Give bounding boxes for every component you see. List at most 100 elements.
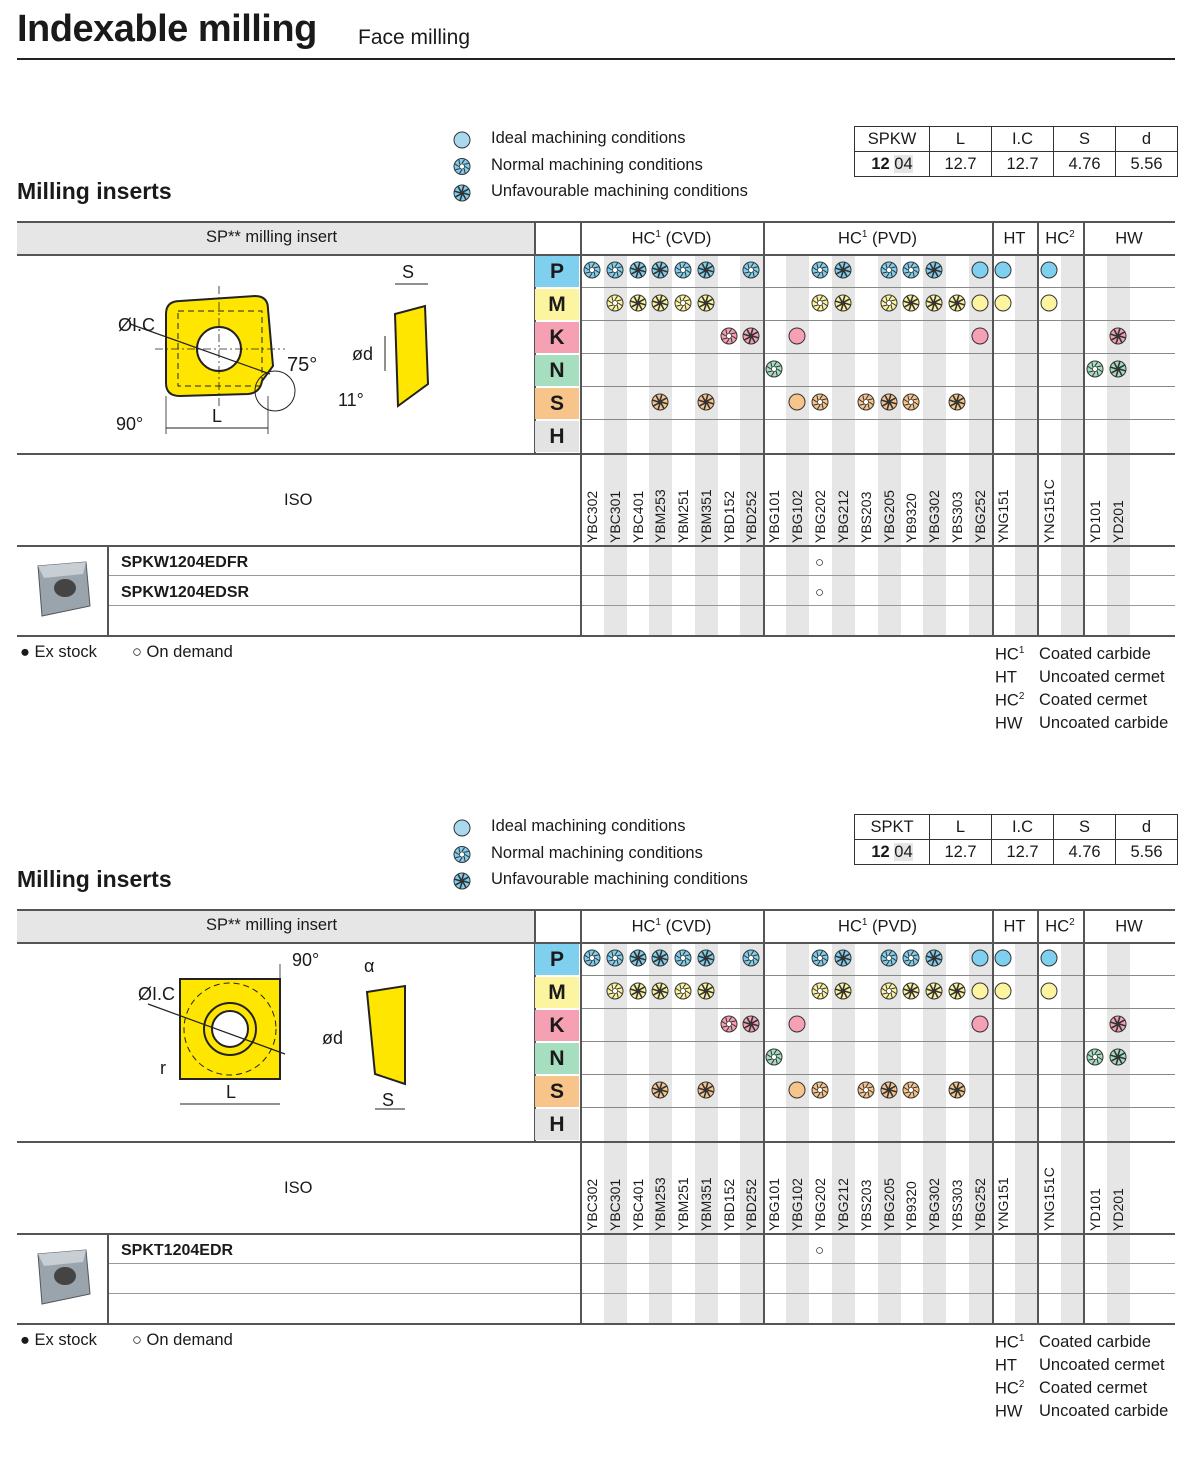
grade-stripe bbox=[740, 254, 763, 635]
grade-group-label: HC bbox=[631, 229, 656, 248]
rule-v-5 bbox=[1083, 221, 1085, 635]
rule-v-0 bbox=[534, 221, 536, 453]
condition-M-1-icon bbox=[606, 982, 624, 1000]
condition-M-17-icon bbox=[971, 294, 989, 312]
condition-M-14-icon bbox=[902, 982, 920, 1000]
glossary-code: HC bbox=[995, 1333, 1019, 1352]
material-H: H bbox=[535, 421, 579, 452]
condition-M-20-icon bbox=[1040, 982, 1058, 1000]
condition-M-4-icon bbox=[674, 294, 692, 312]
material-K: K bbox=[535, 322, 579, 353]
dims-value-0: 12.7 bbox=[929, 839, 992, 865]
grade-code-YD101: YD101 bbox=[1087, 1188, 1103, 1231]
glossary-text-0: Coated carbide bbox=[1039, 645, 1151, 663]
angle11-label: 11° bbox=[338, 390, 364, 410]
condition-P-18-icon bbox=[994, 949, 1012, 967]
angle75-label: 75° bbox=[287, 354, 317, 376]
condition-P-3-icon bbox=[651, 949, 669, 967]
condition-S-9-icon bbox=[788, 393, 806, 411]
grade-code-YBG205: YBG205 bbox=[881, 490, 897, 543]
grade-code-YBC302: YBC302 bbox=[584, 1178, 600, 1231]
legend-unfav-icon bbox=[453, 872, 471, 890]
glossary-code-1: HT bbox=[995, 668, 1017, 688]
glossary-code: HC bbox=[995, 1379, 1019, 1398]
rule-products bbox=[17, 545, 1175, 547]
rule-v-2 bbox=[763, 909, 765, 1323]
grade-group-suffix: (PVD) bbox=[867, 917, 917, 936]
d-label: ød bbox=[352, 344, 373, 364]
rule-material-1 bbox=[580, 287, 1175, 288]
condition-S-9-icon bbox=[788, 1081, 806, 1099]
grade-code-YD201: YD201 bbox=[1110, 500, 1126, 543]
grade-stripe bbox=[832, 942, 855, 1323]
rule-v-4 bbox=[1037, 221, 1039, 635]
legend-ideal-icon bbox=[453, 131, 471, 149]
grade-code-YBG252: YBG252 bbox=[972, 1178, 988, 1231]
grade-group-label: HC bbox=[1045, 229, 1070, 248]
grade-code-YBC301: YBC301 bbox=[607, 1178, 623, 1231]
grade-group-suffix: (CVD) bbox=[660, 229, 712, 248]
condition-M-2-icon bbox=[629, 294, 647, 312]
glossary-code-1: HT bbox=[995, 1356, 1017, 1376]
legend-unfav-label: Unfavourable machining conditions bbox=[491, 182, 748, 200]
grade-code-YBS303: YBS303 bbox=[949, 1179, 965, 1231]
condition-P-10-icon bbox=[811, 261, 829, 279]
condition-M-11-icon bbox=[834, 294, 852, 312]
material-S: S bbox=[535, 1076, 579, 1107]
rule-header bbox=[17, 254, 1175, 256]
condition-P-17-icon bbox=[971, 261, 989, 279]
legend-normal-icon bbox=[453, 158, 471, 175]
condition-M-10-icon bbox=[811, 982, 829, 1000]
grade-group-1: HC1 (PVD) bbox=[763, 229, 992, 249]
dims-header-0: SPKT bbox=[854, 814, 930, 840]
material-M: M bbox=[535, 289, 579, 320]
grade-group-4: HW bbox=[1083, 229, 1175, 249]
rule-prod-2 bbox=[107, 1293, 1175, 1294]
material-H: H bbox=[535, 1109, 579, 1140]
corner-detail bbox=[254, 370, 296, 412]
condition-P-18-icon bbox=[994, 261, 1012, 279]
insert-photo-top bbox=[38, 562, 86, 578]
condition-P-5-icon bbox=[697, 949, 715, 967]
dims-value-2: 4.76 bbox=[1053, 151, 1116, 177]
grade-code-YBM253: YBM253 bbox=[652, 1177, 668, 1231]
title-rule bbox=[17, 58, 1175, 60]
dims-header-1: L bbox=[929, 814, 992, 840]
grade-code-YBG212: YBG212 bbox=[835, 1178, 851, 1231]
rule-v-image bbox=[107, 545, 109, 635]
legend-unfav-icon bbox=[453, 184, 471, 202]
condition-matrix bbox=[583, 261, 1127, 411]
ex-stock-note: ● Ex stock bbox=[20, 643, 97, 661]
glossary-code: HW bbox=[995, 1402, 1023, 1421]
condition-N-8-icon bbox=[765, 360, 783, 378]
grade-code-YBC401: YBC401 bbox=[630, 490, 646, 543]
l-label: L bbox=[212, 406, 222, 426]
grade-stripe bbox=[923, 254, 946, 635]
s-label: S bbox=[402, 262, 414, 282]
table-header-band bbox=[17, 221, 534, 254]
rule-material-2 bbox=[580, 1008, 1175, 1009]
dims-header-2: I.C bbox=[991, 814, 1054, 840]
glossary-text-2: Coated cermet bbox=[1039, 691, 1148, 709]
grade-code-YBG102: YBG102 bbox=[789, 1178, 805, 1231]
grade-stripe bbox=[832, 254, 855, 635]
insert-photo-hole bbox=[54, 579, 76, 597]
legend-icons bbox=[453, 819, 471, 890]
condition-K-9-icon bbox=[788, 1015, 806, 1033]
material-P: P bbox=[535, 256, 579, 287]
dims-value-2: 4.76 bbox=[1053, 839, 1116, 865]
condition-N-23-icon bbox=[1109, 360, 1127, 378]
dims-value-3: 5.56 bbox=[1115, 151, 1178, 177]
material-K: K bbox=[535, 1010, 579, 1041]
condition-S-5-icon bbox=[697, 393, 715, 411]
grade-group-label: HT bbox=[1003, 917, 1026, 936]
page-title: Indexable milling bbox=[17, 8, 317, 50]
rule-v-3 bbox=[992, 909, 994, 1323]
grade-group-sup: 1 bbox=[655, 917, 661, 928]
rule-iso bbox=[17, 1141, 1175, 1143]
rule-products bbox=[17, 1233, 1175, 1235]
